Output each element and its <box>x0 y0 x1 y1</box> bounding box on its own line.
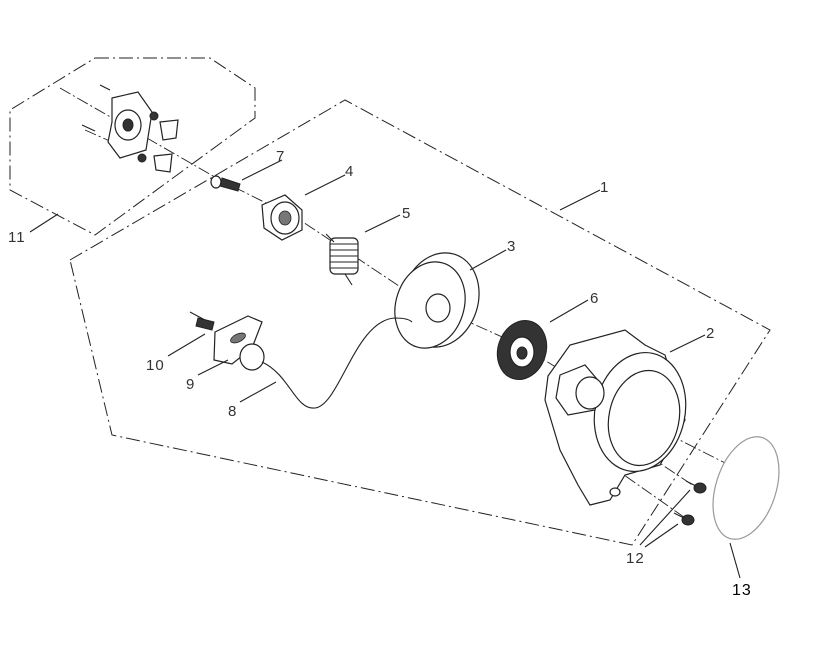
starter-handle-part-9 <box>213 315 265 371</box>
screws-part-12 <box>673 480 707 526</box>
callout-13: 13 <box>732 582 752 599</box>
recoil-spring-part-6 <box>496 320 548 380</box>
spring-part-5 <box>325 233 359 286</box>
handle-insert-part-10 <box>189 311 215 331</box>
callout-10: 10 <box>146 357 165 374</box>
group-11-boundary <box>9 57 256 236</box>
group-1-boundary <box>69 99 771 546</box>
callout-2: 2 <box>706 325 715 342</box>
pulley-part-3 <box>394 252 480 349</box>
callout-12: 12 <box>626 550 645 567</box>
pawl-assembly-part-11 <box>81 84 179 173</box>
leader-lines <box>29 159 741 579</box>
callout-4: 4 <box>345 163 354 180</box>
housing-part-2 <box>544 329 687 506</box>
label-part-13 <box>712 436 780 540</box>
callout-7: 7 <box>276 148 285 165</box>
callout-1: 1 <box>600 179 609 196</box>
screw-part-7 <box>210 175 241 192</box>
callout-9: 9 <box>186 376 195 393</box>
callout-3: 3 <box>507 238 516 255</box>
starter-rope-part-8 <box>261 317 413 409</box>
ratchet-part-4 <box>261 194 303 241</box>
callout-6: 6 <box>590 290 599 307</box>
callout-11: 11 <box>8 229 26 246</box>
callout-5: 5 <box>402 205 411 222</box>
callout-8: 8 <box>228 403 237 420</box>
